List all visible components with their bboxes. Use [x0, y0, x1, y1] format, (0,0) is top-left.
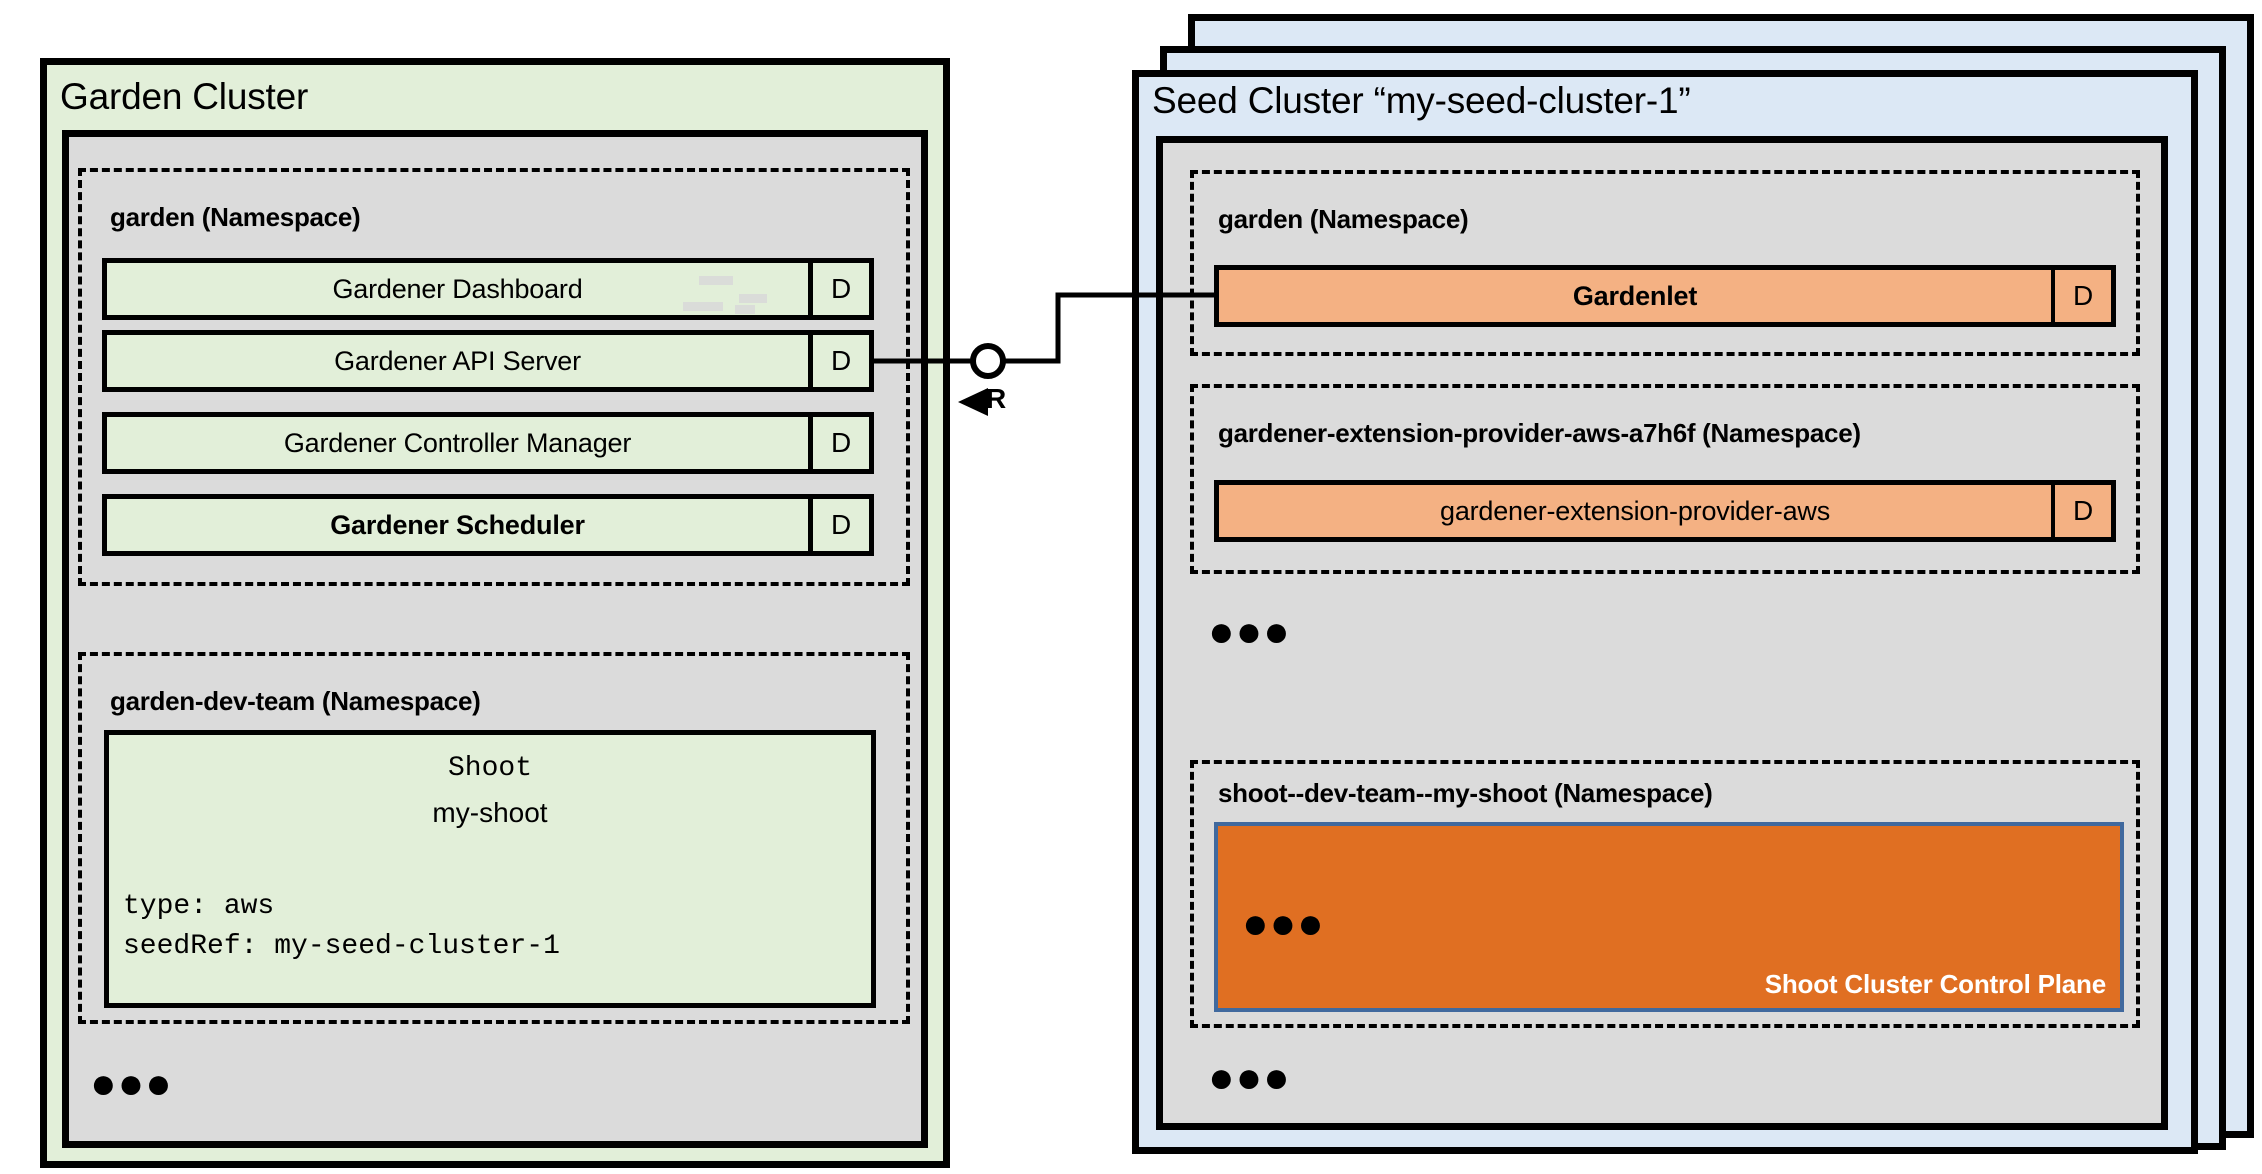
component-gardener-scheduler[interactable]: Gardener Scheduler D	[102, 494, 874, 556]
component-gardener-api-server-label: Gardener API Server	[334, 345, 581, 376]
garden-cluster-title: Garden Cluster	[60, 76, 309, 117]
shoot-cluster-control-plane[interactable]: ●●● Shoot Cluster Control Plane	[1214, 822, 2124, 1012]
garden-namespace-left-title: garden (Namespace)	[110, 202, 361, 232]
shoot-resource-card[interactable]: Shoot my-shoot type: aws seedRef: my-see…	[104, 730, 876, 1008]
garden-cluster-more-indicator: ●●●	[90, 1059, 173, 1108]
component-gardenlet[interactable]: Gardenlet D	[1214, 265, 2116, 327]
component-gardener-scheduler-badge: D	[808, 499, 869, 551]
control-plane-more-indicator: ●●●	[1242, 899, 1325, 948]
seed-cluster-more-indicator-middle: ●●●	[1208, 607, 1291, 656]
shoot-resource-name: my-shoot	[432, 797, 548, 828]
component-gardener-dashboard-label: Gardener Dashboard	[107, 263, 808, 315]
component-gardener-controller-manager-badge: D	[808, 417, 869, 469]
component-gardenlet-label: Gardenlet	[1572, 280, 1698, 311]
control-plane-label: Shoot Cluster Control Plane	[1764, 969, 2106, 999]
connector-arrow-head-icon	[958, 388, 988, 416]
component-gardener-scheduler-label: Gardener Scheduler	[330, 509, 585, 540]
component-gardener-controller-manager-label: Gardener Controller Manager	[283, 427, 632, 458]
component-gardener-dashboard[interactable]: Gardener Dashboard D	[102, 258, 874, 320]
component-gardener-dashboard-badge: D	[808, 263, 869, 315]
garden-namespace-left	[78, 168, 910, 586]
extension-provider-namespace-title: gardener-extension-provider-aws-a7h6f (N…	[1218, 418, 1861, 448]
seed-cluster-more-indicator-bottom: ●●●	[1208, 1053, 1291, 1102]
component-gardener-extension-provider-aws[interactable]: gardener-extension-provider-aws D	[1214, 480, 2116, 542]
component-gardener-extension-provider-aws-badge: D	[2051, 485, 2111, 537]
shoot-resource-kind: Shoot	[447, 753, 532, 784]
component-gardener-controller-manager[interactable]: Gardener Controller Manager D	[102, 412, 874, 474]
component-gardener-api-server-badge: D	[808, 335, 869, 387]
erased-text-artifact	[735, 305, 755, 314]
seed-cluster-title: Seed Cluster “my-seed-cluster-1”	[1152, 80, 1691, 121]
seed-garden-namespace	[1190, 170, 2140, 356]
shoot-resource-spec: type: aws seedRef: my-seed-cluster-1	[123, 891, 560, 962]
erased-text-artifact	[699, 276, 733, 285]
connector-socket-circle	[970, 343, 1006, 379]
shoot-namespace	[1190, 760, 2140, 1028]
garden-dev-team-namespace-title: garden-dev-team (Namespace)	[110, 686, 481, 716]
garden-dev-team-namespace	[78, 652, 910, 1024]
erased-text-artifact	[683, 302, 723, 311]
component-gardener-extension-provider-aws-label: gardener-extension-provider-aws	[1440, 495, 1830, 526]
component-gardener-api-server[interactable]: Gardener API Server D	[102, 330, 874, 392]
erased-text-artifact	[739, 294, 767, 303]
extension-provider-namespace	[1190, 384, 2140, 574]
connector-label: R	[986, 383, 1007, 414]
seed-garden-namespace-title: garden (Namespace)	[1218, 204, 1469, 234]
shoot-namespace-title: shoot--dev-team--my-shoot (Namespace)	[1218, 778, 1713, 808]
component-gardenlet-badge: D	[2051, 270, 2111, 322]
